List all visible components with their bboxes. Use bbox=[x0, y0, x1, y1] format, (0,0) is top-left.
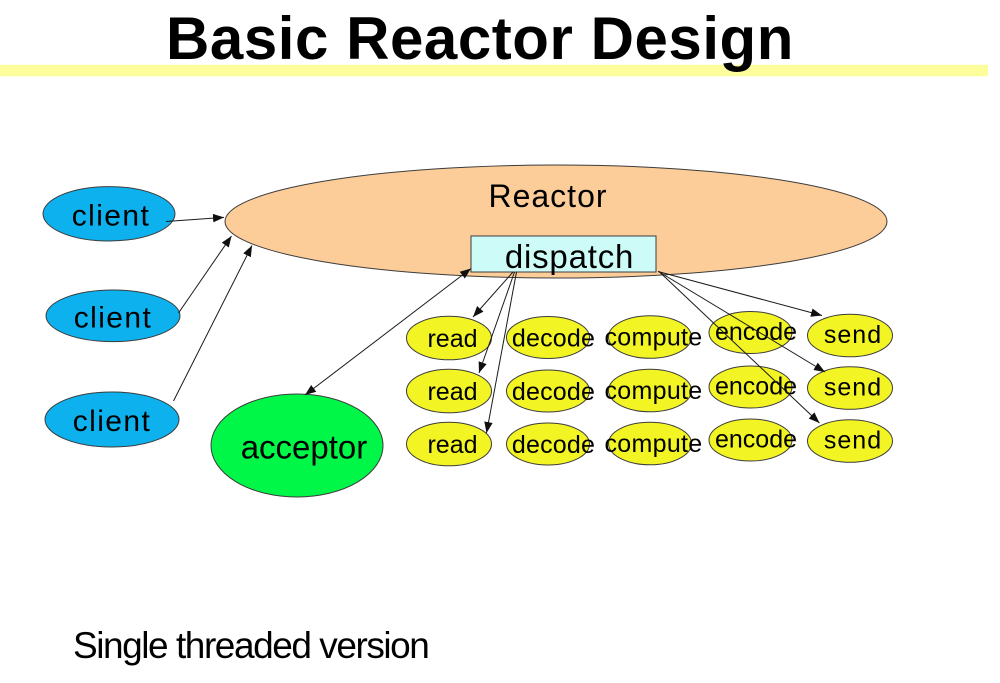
svg-text:client: client bbox=[72, 200, 150, 233]
svg-text:send: send bbox=[824, 321, 882, 349]
svg-text:client: client bbox=[73, 405, 151, 438]
svg-text:read: read bbox=[427, 378, 477, 406]
svg-text:client: client bbox=[74, 302, 152, 335]
svg-text:encode: encode bbox=[715, 426, 797, 454]
svg-text:send: send bbox=[824, 374, 882, 402]
svg-text:encode: encode bbox=[715, 318, 797, 346]
svg-text:dispatch: dispatch bbox=[505, 238, 634, 275]
svg-text:compute: compute bbox=[605, 377, 703, 405]
svg-text:acceptor: acceptor bbox=[241, 429, 368, 466]
svg-text:Basic Reactor Design: Basic Reactor Design bbox=[166, 5, 794, 72]
svg-text:encode: encode bbox=[715, 373, 797, 401]
svg-text:compute: compute bbox=[605, 430, 703, 458]
svg-text:Single threaded version: Single threaded version bbox=[73, 625, 428, 666]
svg-text:decode: decode bbox=[512, 325, 595, 353]
svg-text:read: read bbox=[427, 325, 477, 353]
svg-text:send: send bbox=[824, 427, 882, 455]
svg-text:decode: decode bbox=[512, 378, 595, 406]
svg-text:decode: decode bbox=[512, 431, 595, 459]
svg-text:Reactor: Reactor bbox=[488, 178, 607, 214]
svg-text:read: read bbox=[427, 431, 477, 459]
svg-text:compute: compute bbox=[605, 324, 703, 352]
